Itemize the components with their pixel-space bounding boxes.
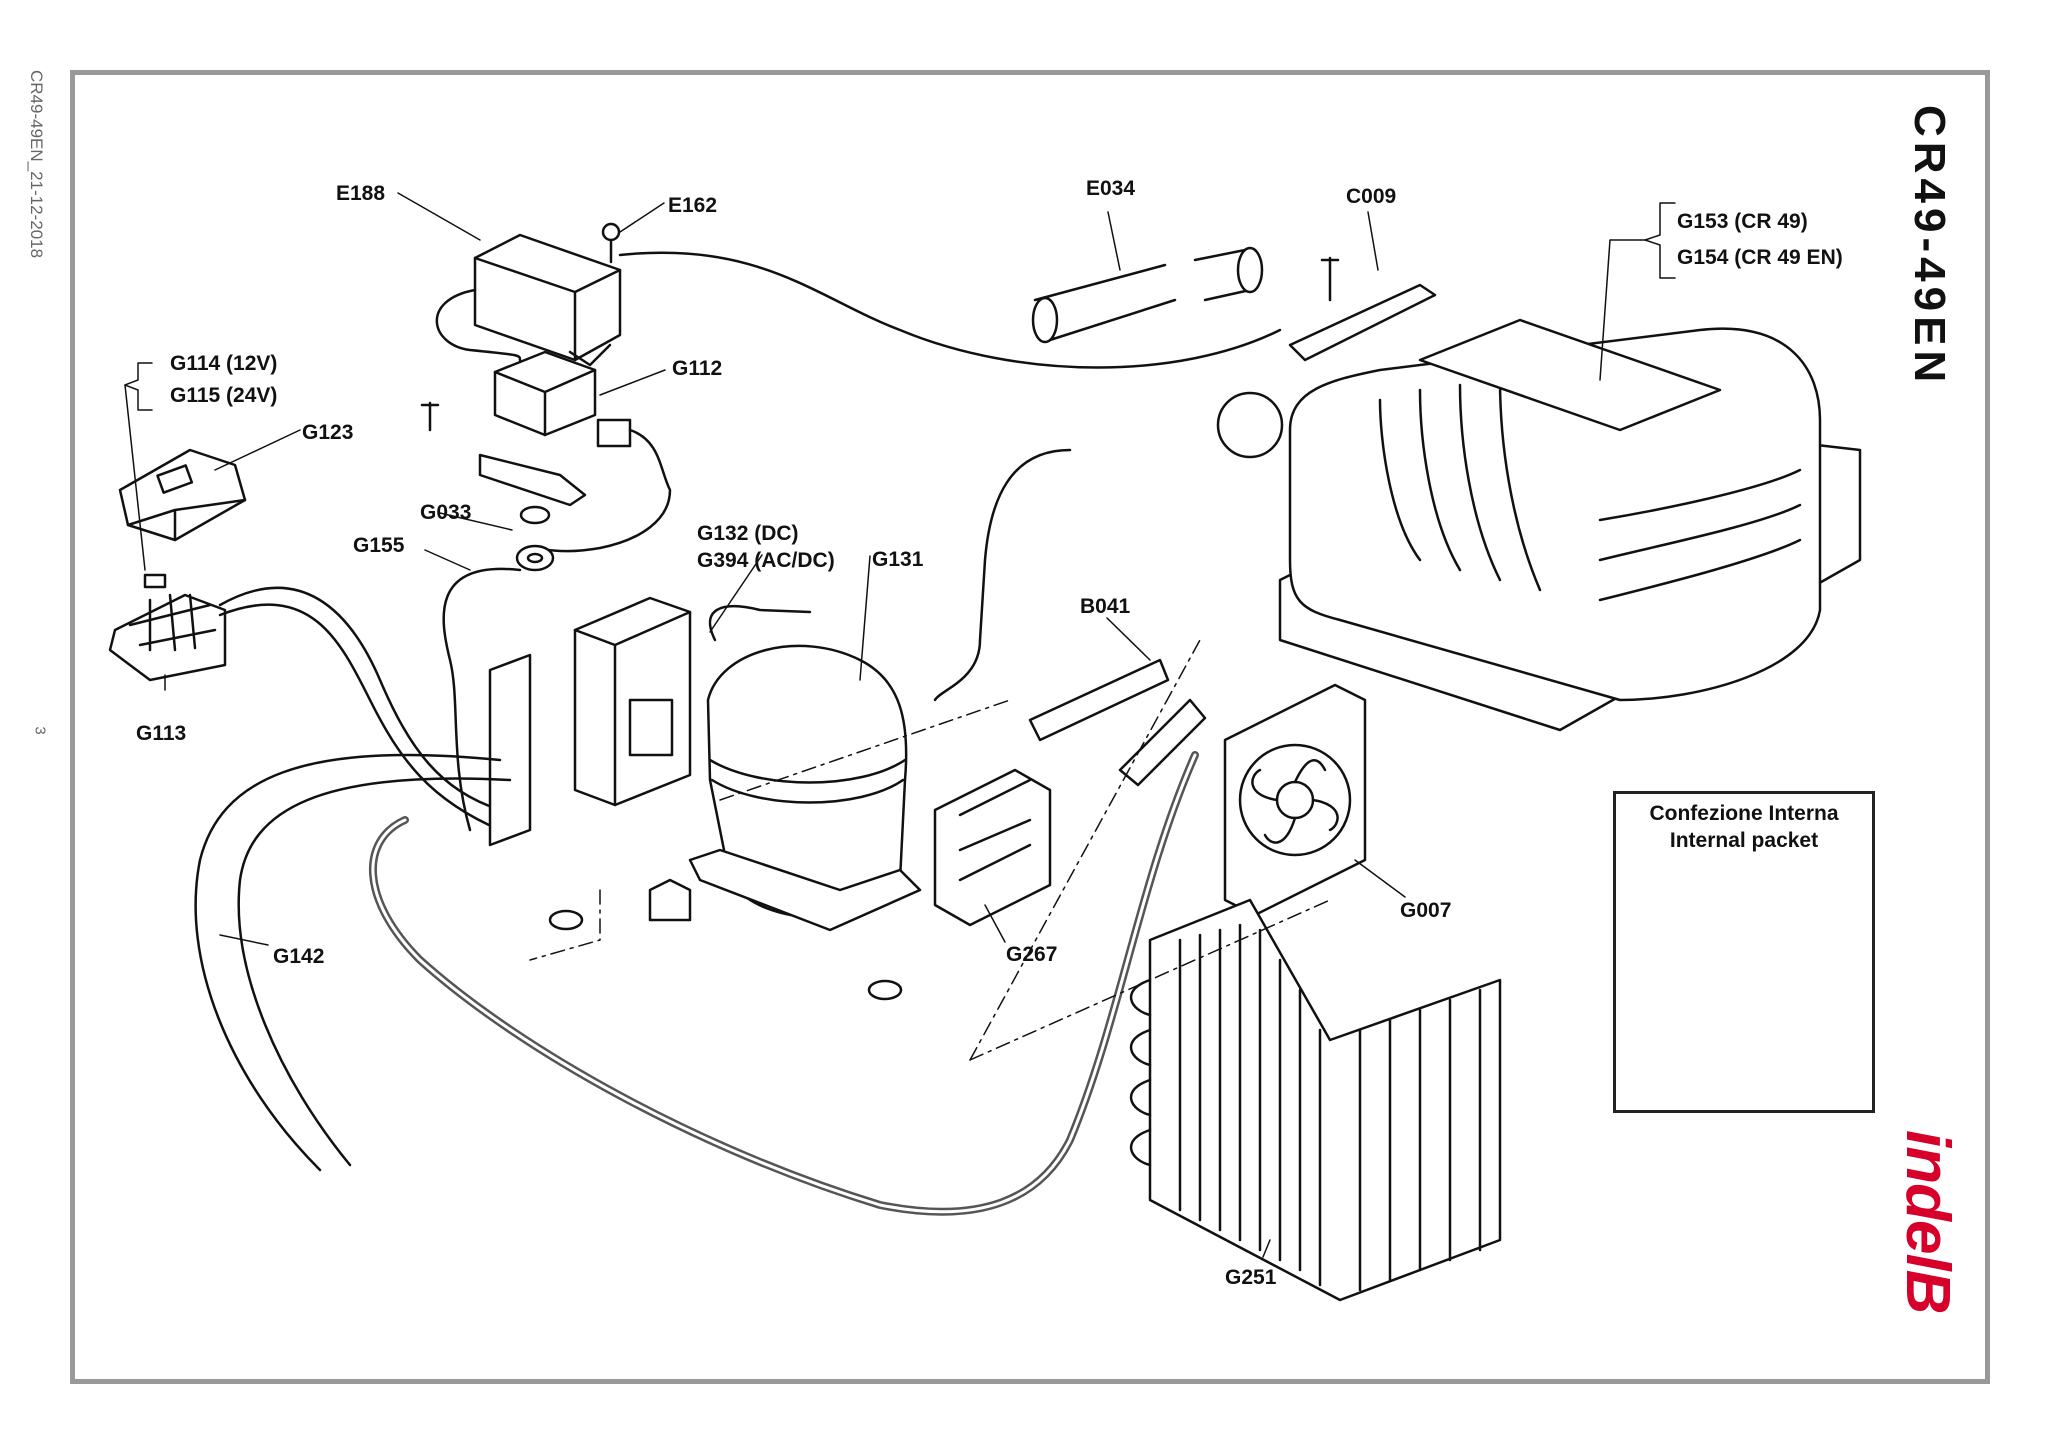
label-g131: G131 bbox=[872, 548, 924, 571]
label-g394: G394 (AC/DC) bbox=[697, 549, 835, 572]
internal-packet-title: Confezione Interna Internal packet bbox=[1616, 800, 1872, 854]
c009-clamp bbox=[1288, 283, 1437, 362]
e162-screw bbox=[601, 222, 621, 264]
capillary-tube bbox=[933, 448, 1072, 702]
e034-sleeve bbox=[1031, 246, 1264, 344]
bracket bbox=[478, 453, 587, 507]
label-g155: G155 bbox=[353, 534, 405, 557]
page-frame bbox=[70, 70, 1990, 1384]
wire-e188-evaporator bbox=[618, 251, 1282, 369]
g153-evaporator bbox=[1278, 318, 1862, 732]
g155-cable bbox=[442, 567, 522, 832]
label-g007: G007 bbox=[1400, 899, 1452, 922]
g033-grommet bbox=[515, 505, 555, 572]
connector-block bbox=[488, 653, 532, 847]
leader-lines bbox=[124, 192, 1676, 1258]
g142-cable bbox=[194, 753, 502, 1172]
sleeved-pipe-inner bbox=[371, 753, 1197, 1214]
label-g115: G115 (24V) bbox=[170, 384, 278, 407]
label-g113: G113 bbox=[136, 722, 187, 745]
label-e188: E188 bbox=[336, 182, 386, 205]
screw-left bbox=[420, 401, 440, 432]
g112-part bbox=[493, 350, 672, 553]
label-b041: B041 bbox=[1080, 595, 1131, 618]
label-g132: G132 (DC) bbox=[697, 522, 799, 545]
wiring-bundle-upper bbox=[218, 586, 502, 812]
brand-logo: indelB bbox=[1893, 1130, 1962, 1314]
g131-compressor bbox=[688, 605, 922, 932]
g267-bracket bbox=[933, 768, 1052, 927]
label-g114: G114 (12V) bbox=[170, 352, 278, 375]
label-g123: G123 bbox=[302, 421, 354, 444]
internal-packet-title-it: Confezione Interna bbox=[1649, 802, 1839, 825]
g251-condenser bbox=[1129, 898, 1502, 1302]
wire-e188-left bbox=[435, 288, 522, 362]
model-title: CR49-49EN bbox=[1905, 105, 1954, 388]
c009-screw bbox=[1320, 256, 1340, 302]
label-g112: G112 bbox=[672, 357, 723, 380]
g007-fan bbox=[1223, 683, 1367, 917]
g123-part bbox=[118, 448, 247, 542]
g132-electronic-unit bbox=[573, 596, 692, 807]
e188-part bbox=[473, 233, 622, 367]
mount-washer-right bbox=[867, 979, 903, 1001]
g113-part bbox=[108, 573, 227, 682]
capillary-coil bbox=[1216, 391, 1284, 459]
g142-cable-2 bbox=[237, 777, 512, 1167]
label-c009: C009 bbox=[1346, 185, 1397, 208]
mount-grommet-left bbox=[648, 878, 692, 922]
label-g267: G267 bbox=[1006, 943, 1058, 966]
label-g033: G033 bbox=[420, 501, 472, 524]
assembly-lines bbox=[529, 639, 1331, 1061]
internal-packet-box: Confezione Interna Internal packet bbox=[1613, 791, 1875, 1113]
b041-filter bbox=[1028, 658, 1207, 787]
wiring-bundle-lower bbox=[218, 603, 502, 832]
label-g153: G153 (CR 49) bbox=[1677, 210, 1808, 233]
mount-washer-left bbox=[548, 909, 584, 931]
label-e034: E034 bbox=[1086, 177, 1136, 200]
label-g251: G251 bbox=[1225, 1266, 1277, 1289]
label-e162: E162 bbox=[668, 194, 718, 217]
internal-packet-title-en: Internal packet bbox=[1669, 829, 1819, 852]
label-g154: G154 (CR 49 EN) bbox=[1677, 246, 1843, 269]
label-g142: G142 bbox=[273, 945, 325, 968]
